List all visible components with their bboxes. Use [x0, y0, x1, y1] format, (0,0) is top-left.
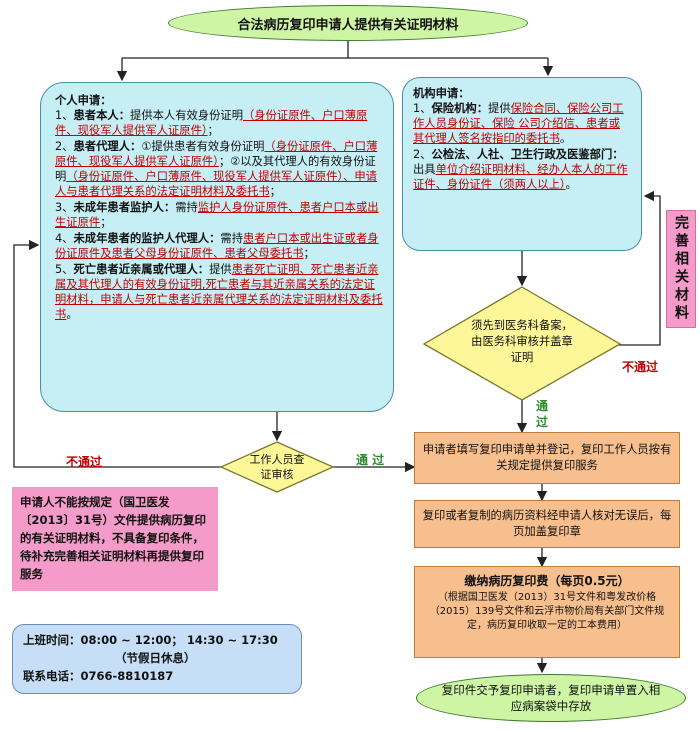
diamond-center-shape	[219, 441, 335, 493]
item-colon: ：	[118, 109, 131, 122]
item-colon: ：	[209, 232, 221, 245]
diamond-right-shape	[422, 286, 622, 401]
personal-heading: 个人申请：	[55, 94, 112, 107]
phone-row: 联系电话：0766-8810187	[23, 669, 174, 683]
item-red1: （身份证原件、户口薄原件、现役军人提供军人证原件）	[55, 109, 368, 137]
item-text1: 提供本人有效身份证明	[130, 109, 243, 122]
item-red1: （身份证原件、户口薄原件、现役军人提供军人证原件）	[55, 140, 378, 168]
label-pass-center: 通 过	[356, 453, 385, 467]
item-red1: 监护人身份证原件、患者户口本或出生证原件	[55, 201, 379, 229]
item-text1: ①提供患者有效身份证明	[141, 140, 265, 153]
rejection-note: 申请人不能按规定（国卫医发〔2013〕31号）文件提供病历复印的有关证明材料，不…	[12, 487, 218, 591]
holiday-note: （节假日休息）	[115, 651, 196, 665]
item-red1: 保险合同、保险公司工作人员身份证、保险 公司介绍信、患者或其代理人签名按指印的委…	[413, 102, 624, 145]
institution-application-panel: 机构申请： 1、保险机构：提供保险合同、保险公司工作人员身份证、保险 公司介绍信…	[402, 77, 642, 251]
item-text3: ；	[269, 185, 281, 198]
item-label: 未成年患者的监护人代理人	[73, 232, 210, 245]
diamond-right-text: 须先到医务科备案，由医务科审核并盖章证明	[471, 319, 573, 364]
item-num: 1、	[413, 102, 432, 115]
item-label: 死亡患者近亲属或代理人	[73, 263, 198, 276]
application-item: 2、患者代理人：①提供患者有效身份证明（身份证原件、户口薄原件、现役军人提供军人…	[55, 139, 383, 199]
line-fail-right-loop	[618, 190, 661, 346]
item-label: 公检法、人社、卫生行政及医鉴部门	[431, 148, 613, 161]
item-num: 5、	[55, 263, 74, 276]
application-item: 4、未成年患者的监护人代理人：需持患者户口本或出生证或者身份证原件及患者父母身份…	[55, 231, 383, 261]
item-colon: ：	[612, 148, 624, 161]
fee-title: 缴纳病历复印费（每页0.5元）	[464, 574, 630, 588]
institution-heading: 机构申请：	[413, 87, 470, 100]
item-text2: ；	[207, 124, 219, 137]
item-text1: 提供	[209, 263, 232, 276]
step-fill-application: 申请者填写复印申请单并登记，复印工作人员按有关规定提供复印服务	[414, 432, 680, 484]
item-label: 患者本人	[73, 109, 119, 122]
supplement-materials-label: 完善相关材料	[666, 210, 696, 328]
item-text2: ；	[100, 216, 112, 229]
item-colon: ：	[163, 201, 176, 214]
flow-title: 合法病历复印申请人提供有关证明材料	[237, 17, 459, 33]
application-item: 1、患者本人：提供本人有效身份证明（身份证原件、户口薄原件、现役军人提供军人证原…	[55, 108, 383, 138]
item-text2: ；②以及其代理人的有效身份证明	[55, 155, 376, 183]
institution-items: 1、保险机构：提供保险合同、保险公司工作人员身份证、保险 公司介绍信、患者或其代…	[413, 101, 631, 192]
office-hours-box: 上班时间：08:00 ~ 12:00； 14:30 ~ 17:30 （节假日休息…	[12, 624, 302, 694]
item-text1: 出具	[413, 163, 436, 176]
item-num: 1、	[55, 109, 74, 122]
item-num: 2、	[55, 140, 74, 153]
application-item: 2、公检法、人社、卫生行政及医鉴部门： 出具单位介绍证明材料、经办人本人的工作证件…	[413, 147, 631, 192]
step-pay-fee: 缴纳病历复印费（每页0.5元） （根据国卫医发（2013）31号文件和粤发改价格…	[414, 566, 680, 658]
personal-application-panel: 个人申请： 1、患者本人：提供本人有效身份证明（身份证原件、户口薄原件、现役军人…	[40, 82, 394, 412]
item-text1: 需持	[175, 201, 198, 214]
item-colon: ：	[476, 102, 489, 115]
item-num: 4、	[55, 232, 74, 245]
line-fail-left-loop	[13, 239, 222, 468]
item-label: 患者代理人	[73, 140, 131, 153]
item-text1: 提供	[488, 102, 511, 115]
work-hours-row: 上班时间：08:00 ~ 12:00； 14:30 ~ 17:30	[23, 633, 278, 647]
item-red2: （身份证原件、户口薄原件、现役军人提供军人证原件）、申请人与患者代理关系的法定证…	[55, 170, 377, 198]
label-pass-right: 通过	[536, 399, 549, 429]
item-red1: 患者户口本或出生证或者身份证原件及患者父母身份证原件、患者父母委托书	[55, 232, 379, 260]
item-red1: 单位介绍证明材料、经办人本人的工作证件、身份证件（须两人以上）	[413, 163, 628, 191]
item-text2: 。	[565, 178, 577, 191]
item-num: 2、	[413, 148, 432, 161]
item-text2: 。	[559, 132, 572, 145]
item-label: 未成年患者监护人	[73, 201, 164, 214]
step-verify-stamp: 复印或者复制的病历资料经申请人核对无误后，每页加盖复印章	[414, 500, 680, 548]
diamond-center-text: 工作人员查证审核	[249, 453, 305, 481]
fee-detail: （根据国卫医发（2013）31号文件和粤发改价格（2015）139号文件和云浮市…	[429, 592, 665, 631]
personal-items: 1、患者本人：提供本人有效身份证明（身份证原件、户口薄原件、现役军人提供军人证原…	[55, 108, 383, 322]
item-text2: 。	[66, 308, 78, 321]
final-step-ellipse: 复印件交予复印申请者，复印申请单置入相应病案袋中存放	[416, 674, 686, 722]
application-item: 5、死亡患者近亲属或代理人：提供患者死亡证明、死亡患者近亲属及其代理人的有效身份…	[55, 262, 383, 322]
application-item: 3、未成年患者监护人：需持监护人身份证原件、患者户口本或出生证原件；	[55, 200, 383, 230]
title-ellipse: 合法病历复印申请人提供有关证明材料	[168, 5, 528, 41]
item-colon: ：	[197, 263, 210, 276]
item-red1: 患者死亡证明、死亡患者近亲属及其代理人的有效身份证明,死亡患者与其近亲属关系的法…	[55, 263, 383, 321]
item-colon: ：	[130, 140, 142, 153]
label-fail-left: 不通过	[66, 455, 103, 469]
item-text2: ；	[303, 247, 315, 260]
application-item: 1、保险机构：提供保险合同、保险公司工作人员身份证、保险 公司介绍信、患者或其代…	[413, 101, 631, 146]
item-label: 保险机构	[431, 102, 477, 115]
label-fail-right: 不通过	[622, 360, 659, 374]
item-num: 3、	[55, 201, 74, 214]
item-text1: 需持	[220, 232, 243, 245]
